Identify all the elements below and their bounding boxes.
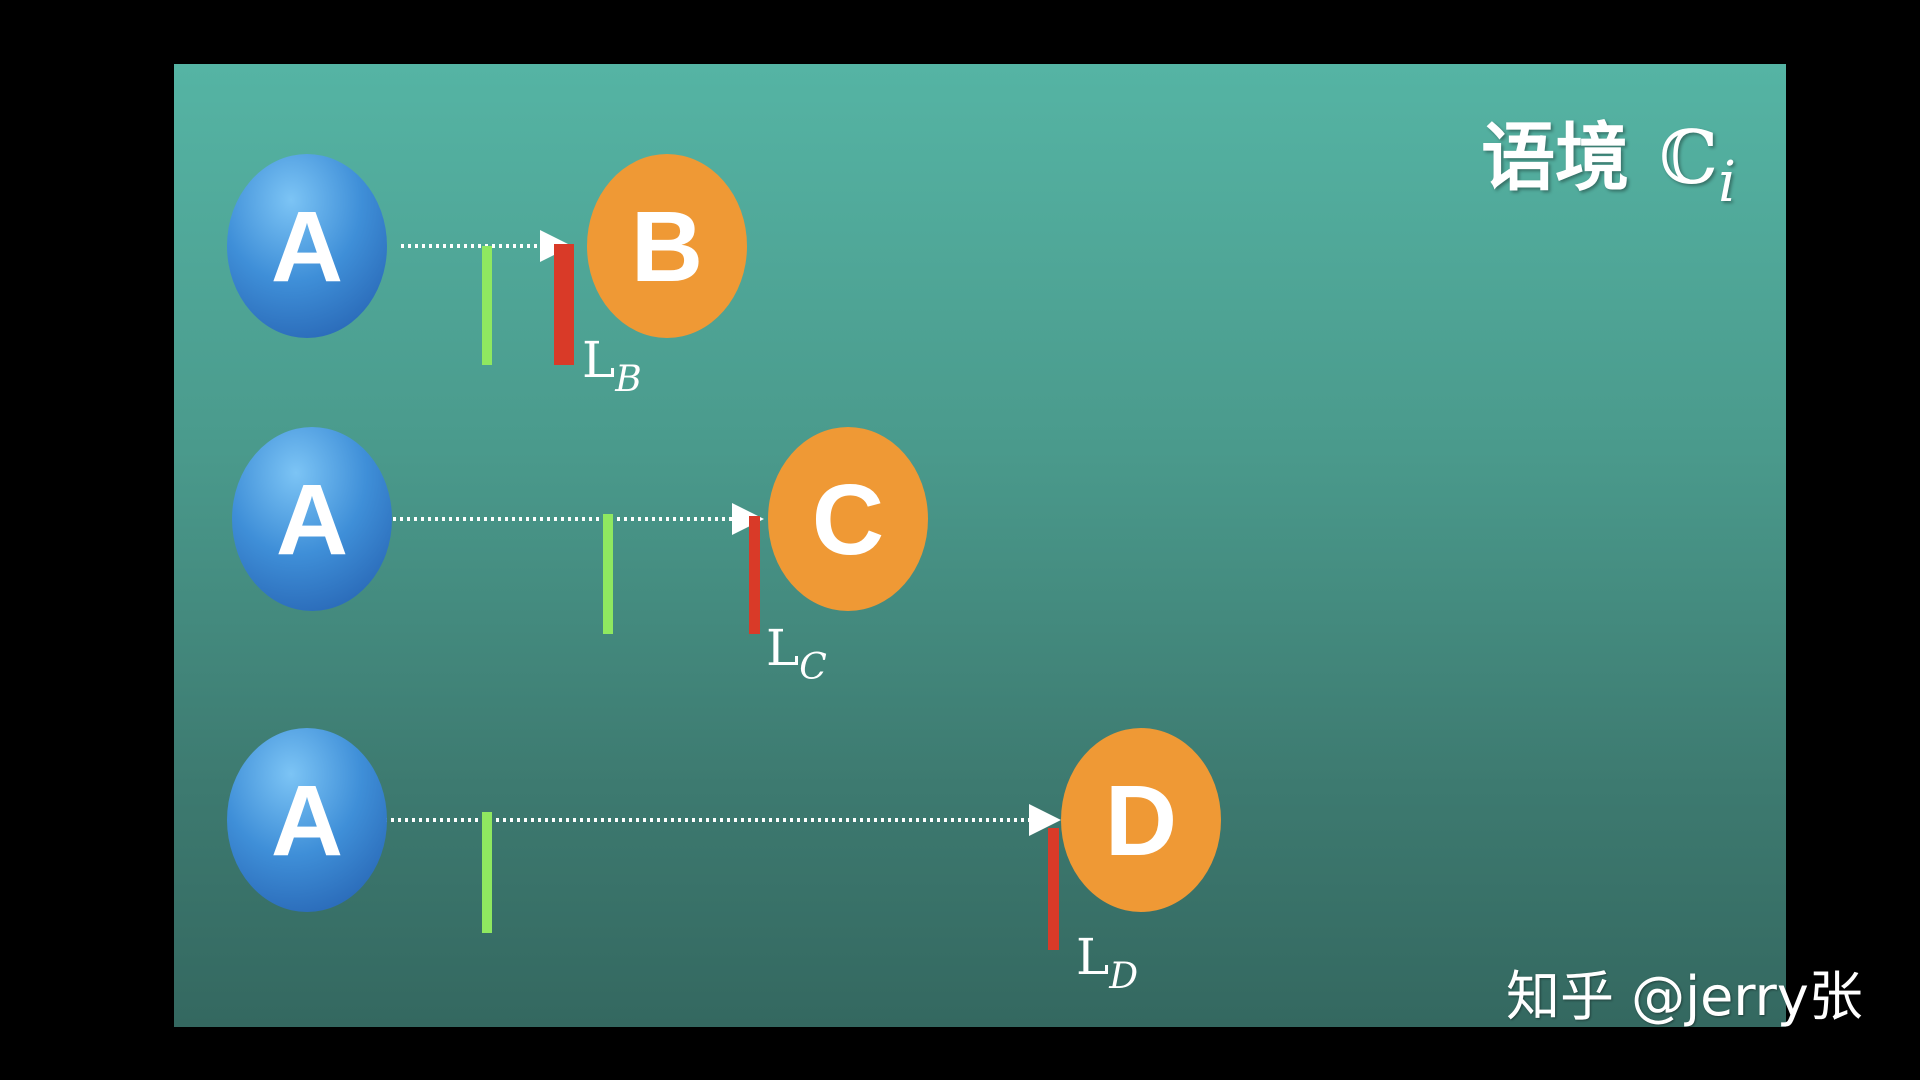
watermark: 知乎 @jerry张 xyxy=(1506,965,1863,1028)
title-symbol: ℂ xyxy=(1659,115,1719,201)
red-marker xyxy=(749,516,760,634)
node-a xyxy=(232,427,392,611)
length-label-b: LB xyxy=(582,331,642,400)
row-d: A D LD xyxy=(227,728,1221,997)
node-a-label: A xyxy=(271,765,343,877)
node-a xyxy=(227,154,387,338)
row-b: A B LB xyxy=(227,154,747,400)
title-subscript: i xyxy=(1718,150,1736,215)
node-c-label: C xyxy=(812,464,884,576)
node-d-label: D xyxy=(1105,765,1177,877)
length-label-c: LC xyxy=(766,619,827,688)
red-marker xyxy=(554,244,574,365)
title-text: 语境 xyxy=(1481,115,1630,201)
green-marker xyxy=(603,514,613,634)
node-a xyxy=(227,728,387,912)
node-b-label: B xyxy=(631,191,703,303)
slide: 语境 ℂi A B LB xyxy=(174,64,1786,1027)
node-d xyxy=(1061,728,1221,912)
node-diagram: A B LB A C LC A D LD xyxy=(227,154,1221,997)
node-a-label: A xyxy=(271,191,343,303)
red-marker xyxy=(1048,828,1059,950)
node-a-label: A xyxy=(276,464,348,576)
context-title: 语境 ℂi xyxy=(1481,98,1736,215)
row-c: A C LC xyxy=(232,427,928,688)
node-b xyxy=(587,154,747,338)
node-c xyxy=(768,427,928,611)
green-marker xyxy=(482,246,492,365)
green-marker xyxy=(482,812,492,933)
length-label-d: LD xyxy=(1076,928,1138,997)
